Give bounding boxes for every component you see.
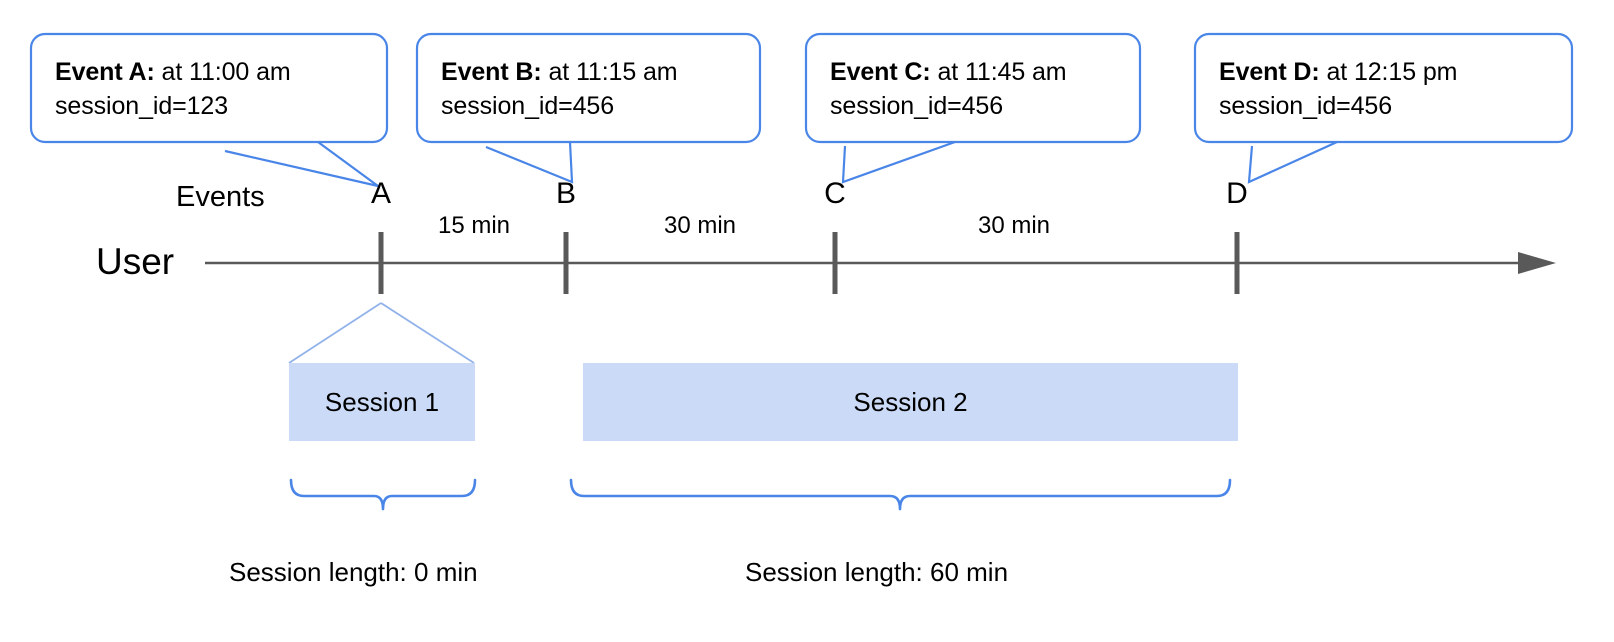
callout-event-c (804, 32, 1142, 184)
callout-c-box (804, 32, 1142, 144)
callout-c-bold: Event C: (830, 58, 931, 86)
callout-b-bold: Event B: (441, 58, 542, 86)
timeline-axis (205, 252, 1556, 274)
callout-a-tail (224, 141, 379, 188)
row-label-events: Events (176, 181, 265, 213)
session-bar-1[interactable]: Session 1 (289, 363, 475, 441)
funnel-right-edge (380, 302, 475, 364)
callout-d-tail (1247, 140, 1338, 184)
session-1-length-label: Session length: 0 min (229, 557, 478, 587)
gap-label-bc: 30 min (663, 212, 737, 239)
callout-d-detail: session_id=456 (1219, 92, 1393, 120)
callout-d-bold: Event D: (1219, 58, 1320, 86)
callout-c-time: at 11:45 am (930, 58, 1067, 86)
gap-label-ab: 15 min (437, 212, 511, 239)
callout-a-text: Event A: at 11:00 am session_id=123 (55, 55, 291, 123)
callout-c-detail: session_id=456 (830, 92, 1004, 120)
tick-label-c: C (824, 177, 846, 210)
session-1-brace (289, 478, 477, 511)
callout-a-box (29, 32, 389, 144)
callout-d-time: at 12:15 pm (1319, 58, 1458, 86)
callout-c-text: Event C: at 11:45 am session_id=456 (830, 55, 1067, 123)
callout-d-text: Event D: at 12:15 pm session_id=456 (1219, 55, 1457, 123)
callout-b-text: Event B: at 11:15 am session_id=456 (441, 55, 678, 123)
session-1-funnel (288, 302, 475, 364)
tick-label-d: D (1226, 177, 1248, 210)
session-2-length-label: Session length: 60 min (745, 557, 1009, 587)
callout-event-b (415, 32, 762, 184)
callout-b-box (415, 32, 762, 144)
callout-a-detail: session_id=123 (55, 92, 229, 120)
callout-c-tail (841, 140, 956, 184)
callout-event-a (29, 32, 389, 188)
gap-label-cd: 30 min (977, 212, 1051, 239)
session-bar-2[interactable]: Session 2 (583, 363, 1238, 441)
callout-event-d (1193, 32, 1574, 184)
callout-b-time: at 11:15 am (541, 58, 678, 86)
callout-b-detail: session_id=456 (441, 92, 615, 120)
axis-arrow-icon (1518, 252, 1556, 274)
row-label-user: User (96, 241, 175, 282)
session-2-brace (569, 478, 1232, 511)
callout-a-bold: Event A: (55, 58, 155, 86)
funnel-left-edge (288, 302, 382, 364)
callout-b-tail (485, 141, 574, 184)
callout-a-time: at 11:00 am (154, 58, 291, 86)
callout-d-box (1193, 32, 1574, 144)
tick-label-b: B (555, 177, 576, 210)
tick-label-a: A (370, 177, 391, 210)
